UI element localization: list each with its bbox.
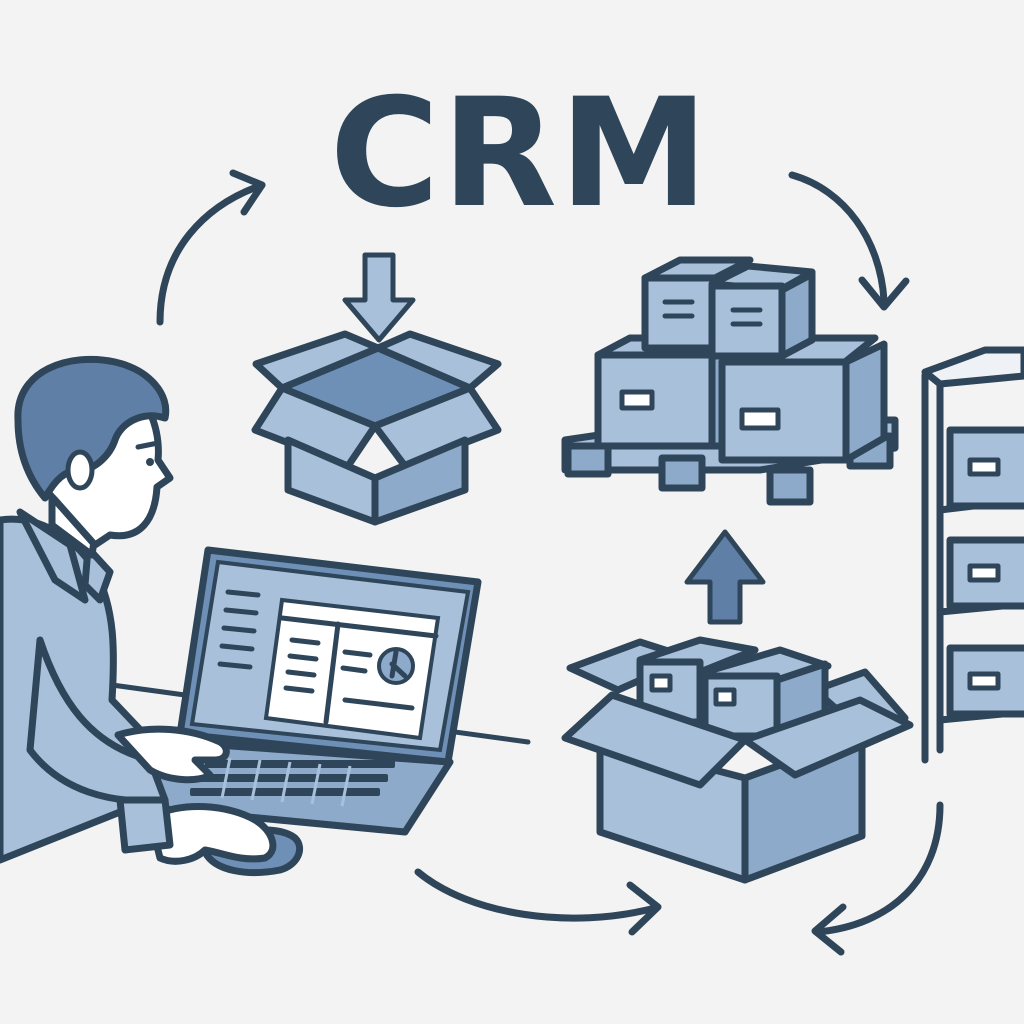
cycle-arrow-icon: [414, 868, 662, 936]
up-arrow-icon: [684, 529, 766, 625]
cycle-arrow-icon: [811, 801, 944, 956]
down-arrow-icon: [342, 252, 416, 343]
cycle-arrow-icon: [156, 169, 266, 326]
crm-title: CRM: [330, 67, 711, 241]
shelving-icon: [921, 346, 1024, 764]
open-box-icon: [251, 330, 502, 526]
person-icon: [0, 355, 303, 877]
pallet-boxes-icon: [561, 256, 899, 506]
packed-box-icon: [561, 636, 914, 884]
cycle-arrow-icon: [788, 171, 910, 311]
